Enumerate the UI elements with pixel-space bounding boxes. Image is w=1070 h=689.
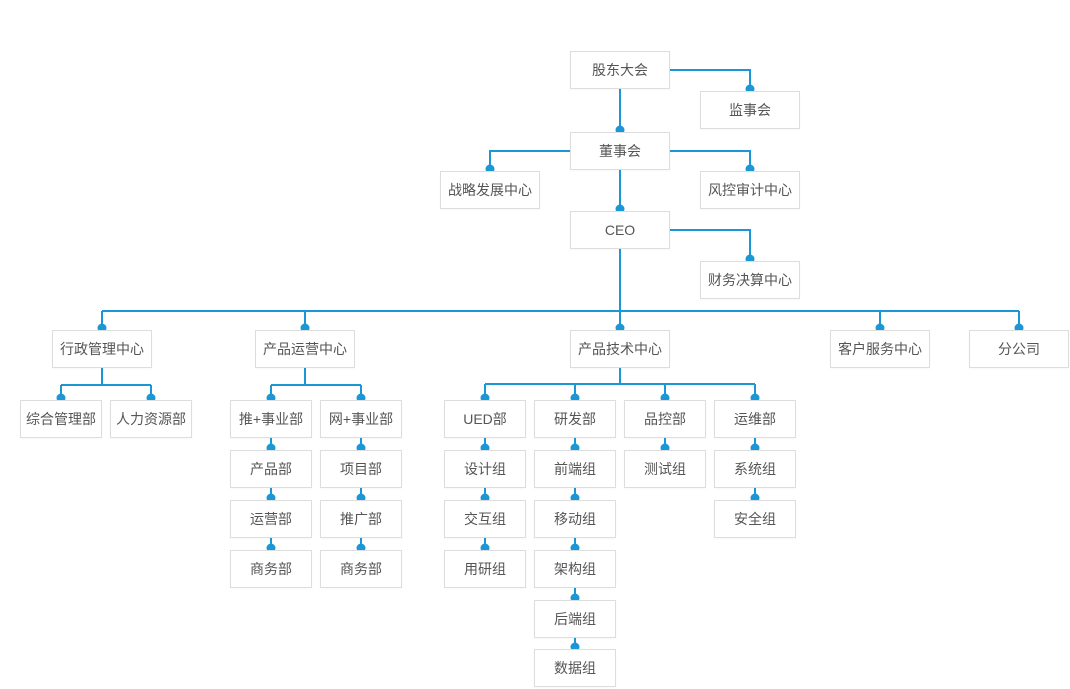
node-architecture-team: 架构组 (534, 550, 616, 588)
node-product-dept: 产品部 (230, 450, 312, 488)
connector-trunk (101, 310, 1020, 328)
node-frontend-team: 前端组 (534, 450, 616, 488)
node-testing-team: 测试组 (624, 450, 706, 488)
node-product-ops-center: 产品运营中心 (255, 330, 355, 368)
node-general-admin-dept: 综合管理部 (20, 400, 102, 438)
node-wang-division: 网+事业部 (320, 400, 402, 438)
node-system-team: 系统组 (714, 450, 796, 488)
node-ceo: CEO (570, 211, 670, 249)
node-data-team: 数据组 (534, 649, 616, 687)
node-design-team: 设计组 (444, 450, 526, 488)
node-mobile-team: 移动组 (534, 500, 616, 538)
node-backend-team: 后端组 (534, 600, 616, 638)
node-finance-center: 财务决算中心 (700, 261, 800, 299)
node-rd-dept: 研发部 (534, 400, 616, 438)
node-interaction-team: 交互组 (444, 500, 526, 538)
node-shareholders-meeting: 股东大会 (570, 51, 670, 89)
node-promotion-dept: 推广部 (320, 500, 402, 538)
node-product-tech-center: 产品技术中心 (570, 330, 670, 368)
node-ued-dept: UED部 (444, 400, 526, 438)
node-risk-audit-center: 风控审计中心 (700, 171, 800, 209)
node-branch-company: 分公司 (969, 330, 1069, 368)
node-business-dept-right: 商务部 (320, 550, 402, 588)
node-board-of-directors: 董事会 (570, 132, 670, 170)
node-hr-dept: 人力资源部 (110, 400, 192, 438)
node-user-research-team: 用研组 (444, 550, 526, 588)
node-admin-center: 行政管理中心 (52, 330, 152, 368)
node-supervisory-board: 监事会 (700, 91, 800, 129)
node-om-dept: 运维部 (714, 400, 796, 438)
connector-splits (60, 368, 756, 398)
node-operations-dept: 运营部 (230, 500, 312, 538)
node-business-dept-left: 商务部 (230, 550, 312, 588)
node-strategy-center: 战略发展中心 (440, 171, 540, 209)
node-customer-service-center: 客户服务中心 (830, 330, 930, 368)
node-project-dept: 项目部 (320, 450, 402, 488)
node-qc-dept: 品控部 (624, 400, 706, 438)
node-tui-division: 推+事业部 (230, 400, 312, 438)
node-security-team: 安全组 (714, 500, 796, 538)
